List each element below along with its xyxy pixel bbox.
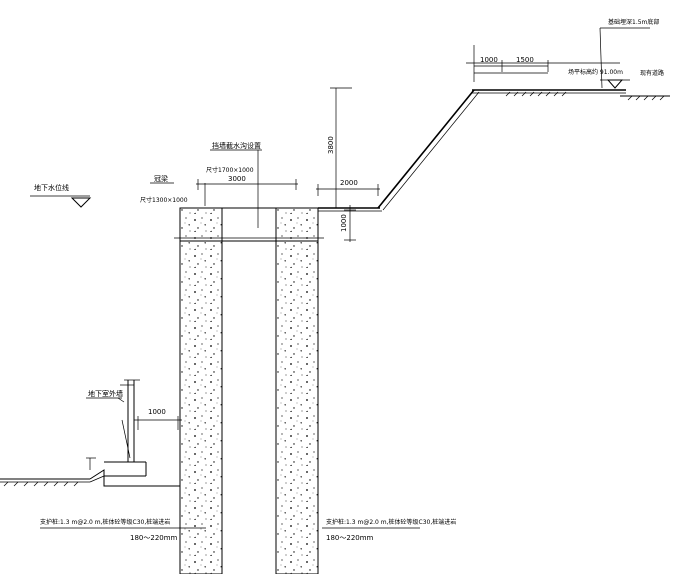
dim-1000-wall-text: 1000 [148,408,166,416]
pile-note-right: 支护桩:1.3 m@2.0 m,桩体砼等级C30,桩端进岩 [326,518,456,526]
top-right-note: 基础埋深1.5m底部 [608,18,659,26]
pile-range-right: 180～220mm [326,534,374,542]
ground-elevation-label: 场平标高约 91.00m [568,68,623,76]
dim-1000-side-text: 1000 [340,214,348,232]
pile-left [179,207,223,574]
water-level-label: 地下水位线 [34,183,69,192]
pile-note-left: 支护桩:1.3 m@2.0 m,桩体砼等级C30,桩端进岩 [40,518,170,526]
lower-ground [0,457,180,487]
dim-1000-side [344,205,356,242]
dim-2000-text: 2000 [340,179,358,187]
retaining-wall [86,379,182,477]
channel-size: 尺寸1700×1000 [206,166,254,174]
dim-3800 [330,87,352,209]
water-level-symbol [30,195,92,208]
existing-road-label: 现有道路 [640,69,664,77]
pile-range-left: 180～220mm [130,534,178,542]
dim-2000 [316,184,380,196]
beam-label: 冠梁 [154,174,168,183]
slope [318,89,480,212]
upper-ground-profile [466,27,670,101]
channel-label: 挡墙截水沟设置 [212,141,261,150]
retaining-wall-label: 地下室外墙 [88,389,123,398]
dim-3000-text: 3000 [228,175,246,183]
dim-1500: 1500 [516,56,534,64]
dim-1000-top: 1000 [480,56,498,64]
beam-size: 尺寸1300×1000 [140,196,188,204]
dim-3800-text: 3800 [327,136,335,154]
pile-right [275,207,319,574]
